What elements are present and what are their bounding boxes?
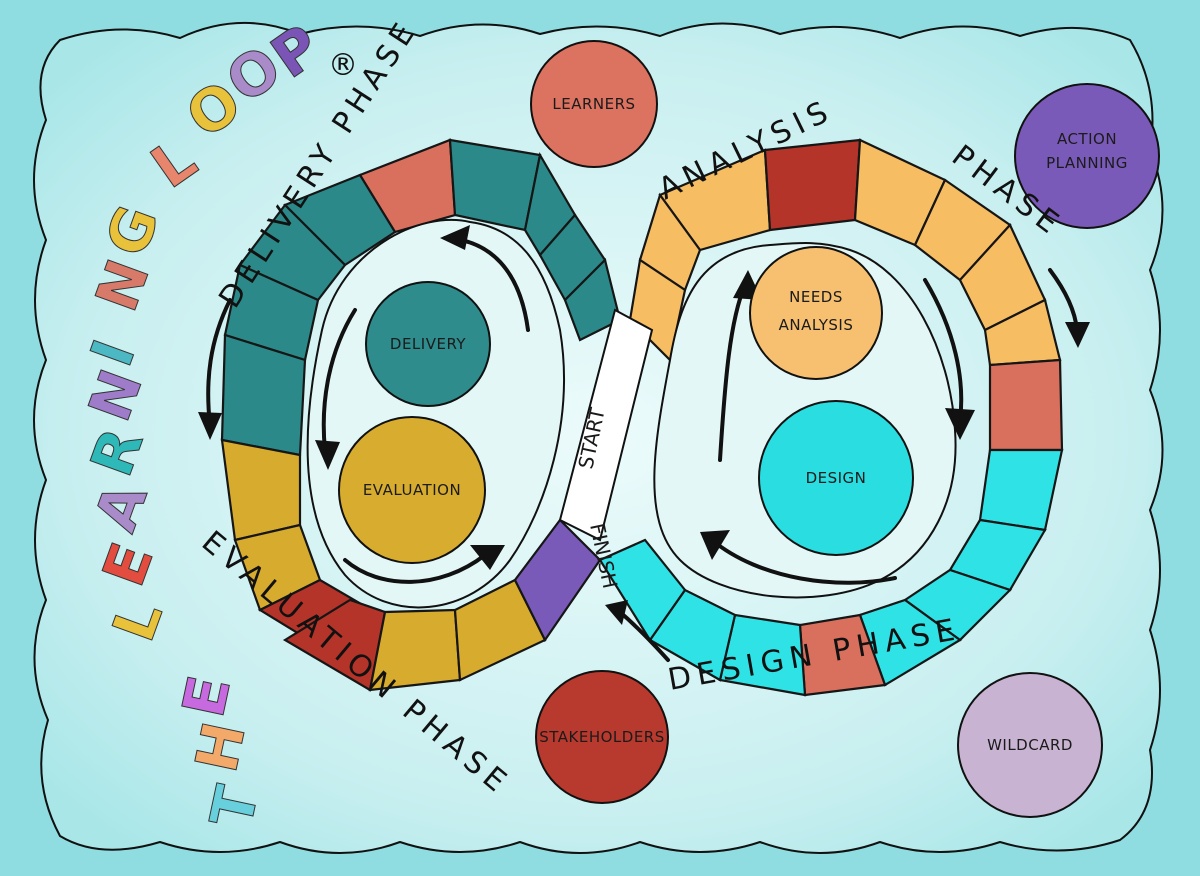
needs-analysis-circle[interactable]: NEEDS ANALYSIS: [749, 246, 883, 380]
delivery-circle[interactable]: DELIVERY: [365, 281, 491, 407]
track-space-right-8[interactable]: [628, 258, 687, 363]
delivery-circle-label: DELIVERY: [390, 335, 467, 353]
evaluation-circle[interactable]: EVALUATION: [338, 416, 486, 564]
track-space-left-5[interactable]: [563, 257, 622, 342]
track-space-right-17[interactable]: [598, 538, 687, 642]
action-line1: ACTION: [1057, 130, 1117, 148]
outer-arrows: [198, 268, 1090, 662]
stakeholders-circle[interactable]: STAKEHOLDERS: [535, 670, 669, 804]
game-track: [220, 138, 1064, 697]
design-circle-label: DESIGN: [806, 469, 867, 487]
learners-label: LEARNERS: [552, 95, 635, 113]
action-planning-circle[interactable]: ACTION PLANNING: [1014, 83, 1160, 229]
wildcard-circle[interactable]: WILDCARD: [957, 672, 1103, 818]
title-letter: T: [197, 776, 273, 833]
wildcard-label: WILDCARD: [987, 736, 1073, 754]
needs-circle-line2: ANALYSIS: [779, 316, 854, 334]
stakeholders-label: STAKEHOLDERS: [539, 728, 665, 746]
track-space-right-9[interactable]: [988, 358, 1064, 452]
track-space-left-2[interactable]: [448, 138, 542, 232]
evaluation-circle-label: EVALUATION: [363, 481, 461, 499]
learners-circle[interactable]: LEARNERS: [530, 40, 658, 168]
inner-arrows: [315, 225, 975, 585]
track-space-left-10[interactable]: [220, 438, 302, 542]
needs-circle-line1: NEEDS: [789, 288, 843, 306]
design-circle[interactable]: DESIGN: [758, 400, 914, 556]
track-space-right-2[interactable]: [763, 138, 862, 232]
registered-mark: ®: [328, 48, 358, 83]
action-line2: PLANNING: [1046, 154, 1128, 172]
